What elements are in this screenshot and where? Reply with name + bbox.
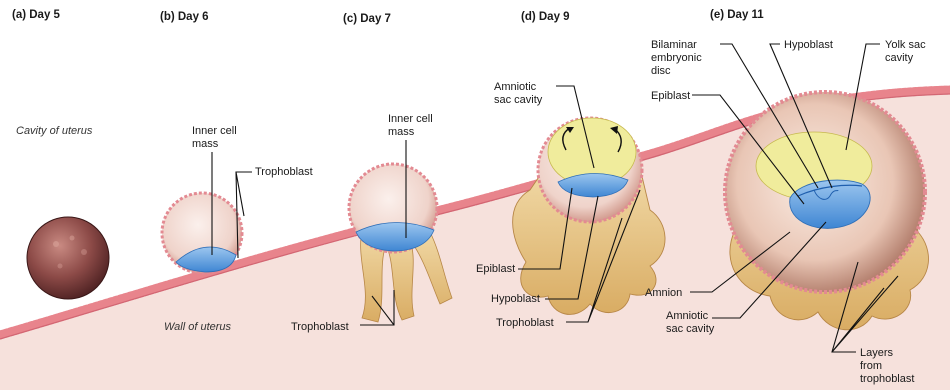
label-inner-cell-mass-c-1: Inner cell [388, 113, 433, 125]
label-day11: (e) Day 11 [710, 9, 764, 21]
label-trophoblast-c: Trophoblast [291, 321, 349, 333]
label-bilaminar-1: Bilaminar [651, 39, 697, 51]
label-cavity-of-uterus: Cavity of uterus [16, 125, 93, 137]
label-yolk-sac-2: cavity [885, 52, 914, 64]
label-amniotic-sac-cavity-d-1: Amniotic [494, 81, 537, 93]
label-day6: (b) Day 6 [160, 11, 209, 23]
label-amniotic-sac-e-1: Amniotic [666, 310, 709, 322]
label-inner-cell-mass-c-2: mass [388, 126, 415, 138]
day6-blastocyst [162, 193, 242, 273]
label-layers-3: trophoblast [860, 373, 914, 385]
label-amnion-e: Amnion [645, 287, 682, 299]
label-yolk-sac-1: Yolk sac [885, 39, 926, 51]
label-epiblast-d: Epiblast [476, 263, 515, 275]
label-amniotic-sac-e-2: sac cavity [666, 323, 715, 335]
label-layers-2: from [860, 360, 882, 372]
label-bilaminar-2: embryonic [651, 52, 702, 64]
label-hypoblast-e: Hypoblast [784, 39, 833, 51]
label-day9: (d) Day 9 [521, 11, 570, 23]
label-day7: (c) Day 7 [343, 13, 391, 25]
label-wall-of-uterus: Wall of uterus [164, 321, 232, 333]
label-inner-cell-mass-b-2: mass [192, 138, 219, 150]
label-layers-1: Layers [860, 347, 894, 359]
label-epiblast-e: Epiblast [651, 90, 690, 102]
label-day5: (a) Day 5 [12, 9, 61, 21]
day5-blastocyst [27, 217, 109, 299]
label-hypoblast-d: Hypoblast [491, 293, 540, 305]
label-bilaminar-3: disc [651, 65, 671, 77]
label-amniotic-sac-cavity-d-2: sac cavity [494, 94, 543, 106]
label-trophoblast-d: Trophoblast [496, 317, 554, 329]
label-trophoblast-b: Trophoblast [255, 166, 313, 178]
label-inner-cell-mass-b-1: Inner cell [192, 125, 237, 137]
